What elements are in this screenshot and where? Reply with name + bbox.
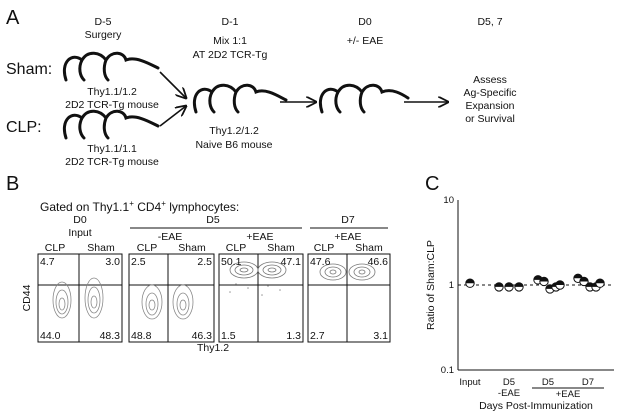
- sham-mouse-line1: Thy1.1/1.2: [87, 86, 137, 98]
- flow-plot-d0-input: 4.7 3.0 44.0 48.3: [37, 253, 123, 343]
- timeline-mix: Mix 1:1: [213, 35, 247, 47]
- plot1-clp-header: CLP: [45, 242, 65, 254]
- flow-plot-d7-pos-eae: 47.6 46.6 2.7 3.1: [307, 253, 391, 343]
- y-tick-label-10: 10: [443, 195, 454, 206]
- plot1-sham-header: Sham: [87, 242, 115, 254]
- arrow-sham-to-recipient: [159, 71, 186, 98]
- quadrant-tr: 2.5: [197, 256, 212, 268]
- quadrant-tl: 47.6: [310, 256, 331, 268]
- quadrant-bl: 48.8: [131, 330, 152, 342]
- contour-sham: [172, 284, 194, 320]
- recipient-mouse-icon: [193, 83, 288, 114]
- x-cat-d7-pos: D7: [582, 377, 594, 388]
- contour-clp: [141, 284, 163, 320]
- data-point: [539, 276, 549, 287]
- contour-sham: [348, 263, 376, 281]
- flow-plot-d5-neg-eae: 2.5 2.5 48.8 46.3: [128, 253, 215, 343]
- timeline-d-minus5: D-5: [95, 16, 112, 28]
- data-point: [465, 278, 475, 288]
- contour-sham: [257, 261, 287, 279]
- group-d5-sub-neg: -EAE: [158, 231, 183, 243]
- quadrant-br: 48.3: [100, 330, 121, 342]
- recipient-line2: Naive B6 mouse: [195, 139, 272, 151]
- timeline-d0: D0: [358, 16, 372, 28]
- quadrant-tl: 50.1: [221, 256, 242, 268]
- group-d5: D5: [206, 214, 220, 226]
- panel-c-letter: C: [425, 173, 439, 195]
- clp-mouse-line2: 2D2 TCR-Tg mouse: [65, 156, 159, 168]
- plot4-clp-header: CLP: [314, 242, 334, 254]
- x-cat-d5-pos: D5: [542, 377, 554, 388]
- plot3-sham-header: Sham: [267, 242, 295, 254]
- group-d7-sub: +EAE: [334, 231, 361, 243]
- panel-b-letter: B: [6, 173, 19, 195]
- group-d7: D7: [341, 214, 355, 226]
- plot3-clp-header: CLP: [226, 242, 246, 254]
- assess-line3: Expansion: [465, 100, 514, 112]
- clp-label: CLP:: [6, 119, 42, 136]
- data-point: [595, 278, 605, 288]
- clp-mouse-line1: Thy1.1/1.1: [87, 143, 137, 155]
- y-tick-label-1: 1: [449, 280, 454, 291]
- data-point: [494, 282, 504, 292]
- chart-x-axis-label: Days Post-Immunization: [479, 400, 593, 412]
- quadrant-tr: 47.1: [281, 256, 302, 268]
- sham-mouse-line2: 2D2 TCR-Tg mouse: [65, 99, 159, 111]
- quadrant-tr: 3.0: [105, 256, 120, 268]
- x-cat-input: Input: [459, 377, 480, 388]
- gating-label: Gated on Thy1.1+ CD4+ lymphocytes:: [40, 199, 239, 214]
- quadrant-br: 1.3: [286, 330, 301, 342]
- flow-arrows: [159, 71, 448, 127]
- quadrant-bl: 2.7: [310, 330, 325, 342]
- x-axis-thy12: Thy1.2: [197, 342, 229, 354]
- assess-line1: Assess: [473, 74, 507, 86]
- panel-a-letter: A: [6, 7, 20, 29]
- plot2-clp-header: CLP: [137, 242, 157, 254]
- arrow-clp-to-recipient: [159, 106, 186, 127]
- timeline-eae: +/- EAE: [347, 35, 383, 47]
- y-axis-cd44: CD44: [21, 284, 33, 311]
- assess-line2: Ag-Specific: [463, 87, 516, 99]
- assess-line4: or Survival: [465, 113, 515, 125]
- quadrant-tl: 2.5: [131, 256, 146, 268]
- plot2-sham-header: Sham: [178, 242, 206, 254]
- quadrant-br: 46.3: [192, 330, 213, 342]
- ratio-chart: 10 1 0.1 Input D5 -EAE D5 D7 +EAE Days P…: [441, 195, 614, 412]
- quadrant-bl: 44.0: [40, 330, 61, 342]
- group-d5-sub-pos: +EAE: [246, 231, 273, 243]
- quadrant-tl: 4.7: [40, 256, 55, 268]
- contour-clp: [52, 281, 72, 319]
- quadrant-br: 3.1: [373, 330, 388, 342]
- group-d0: D0: [73, 214, 87, 226]
- scatter-dots: [229, 283, 281, 296]
- quadrant-bl: 1.5: [221, 330, 236, 342]
- sham-label: Sham:: [6, 61, 52, 78]
- clp-mouse-icon: [63, 109, 160, 140]
- timeline-d-minus1: D-1: [222, 16, 239, 28]
- contour-sham: [84, 277, 104, 319]
- x-shared-sub: +EAE: [556, 389, 581, 400]
- data-point: [555, 280, 565, 290]
- data-point: [504, 282, 514, 292]
- timeline-d5-7: D5, 7: [477, 16, 502, 28]
- chart-y-axis-label: Ratio of Sham:CLP: [425, 240, 437, 330]
- data-point: [579, 276, 589, 287]
- y-tick-label-0.1: 0.1: [441, 365, 454, 376]
- contour-clp: [319, 263, 347, 281]
- x-cat-d5-neg-sub: -EAE: [498, 388, 520, 399]
- eae-mouse-icon: [319, 83, 410, 114]
- flow-plot-d5-pos-eae: 50.1 47.1 1.5 1.3: [218, 253, 304, 343]
- x-cat-d5-neg: D5: [503, 377, 515, 388]
- data-point: [514, 282, 524, 292]
- timeline-surgery: Surgery: [85, 29, 123, 41]
- sham-mouse-icon: [63, 51, 160, 82]
- group-d0-sub: Input: [68, 227, 91, 239]
- quadrant-tr: 46.6: [368, 256, 389, 268]
- plot4-sham-header: Sham: [355, 242, 383, 254]
- timeline-transfer: AT 2D2 TCR-Tg: [193, 49, 268, 61]
- recipient-line1: Thy1.2/1.2: [209, 125, 259, 137]
